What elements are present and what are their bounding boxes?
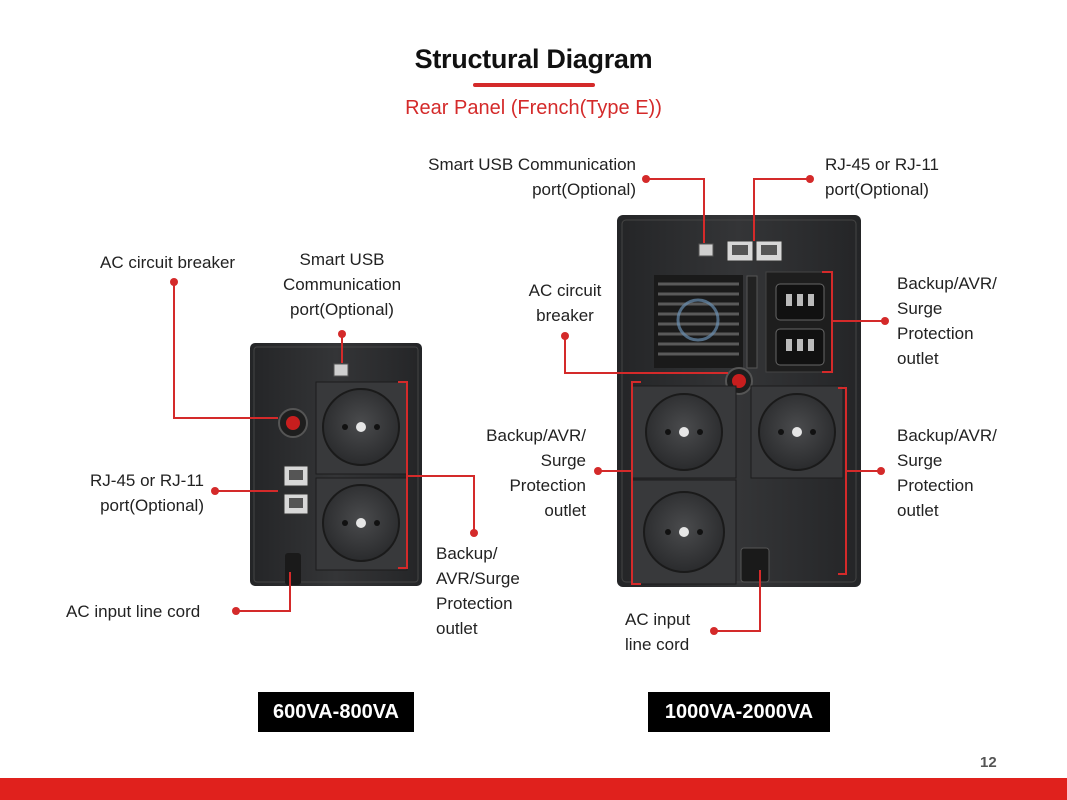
right-iec-outlet-label: Backup/AVR/ Surge Protection outlet <box>897 274 997 368</box>
right-ups-unit <box>617 215 861 587</box>
title-underline <box>473 83 595 87</box>
right-socket-top-left <box>645 393 723 471</box>
page-subtitle: Rear Panel (French(Type E)) <box>405 97 662 119</box>
left-ups-unit <box>250 343 422 586</box>
right-rj45-label: RJ-45 or RJ-11 port(Optional) <box>825 155 939 199</box>
left-ac-input-label: AC input line cord <box>66 602 201 621</box>
right-ac-breaker-label: AC circuit breaker <box>528 281 602 325</box>
left-socket-top <box>322 388 400 466</box>
left-ac-breaker-label: AC circuit breaker <box>100 253 236 272</box>
right-usb-port-label: Smart USB Communication port(Optional) <box>428 155 636 199</box>
right-left-outlet-label: Backup/AVR/ Surge Protection outlet <box>486 426 586 520</box>
right-callout-dots <box>561 175 889 635</box>
left-callout-lines <box>173 282 475 612</box>
right-right-outlet-label: Backup/AVR/ Surge Protection outlet <box>897 426 997 520</box>
right-model-label: 1000VA-2000VA <box>648 692 830 732</box>
left-callout-dots <box>170 278 478 615</box>
left-rj45-label: RJ-45 or RJ-11 port(Optional) <box>90 471 204 515</box>
right-socket-top-right <box>758 393 836 471</box>
right-callout-lines <box>564 178 885 632</box>
page-title: Structural Diagram <box>414 44 653 74</box>
left-usb-port-label: Smart USB Communication port(Optional) <box>282 250 402 319</box>
footer-bar <box>0 778 1067 800</box>
right-ac-input-label: AC input line cord <box>625 610 691 654</box>
left-model-label: 600VA-800VA <box>258 692 414 732</box>
left-outlet-label: Backup/ AVR/Surge Protection outlet <box>436 544 520 638</box>
page-number: 12 <box>980 754 997 771</box>
right-socket-bottom <box>643 491 725 573</box>
left-socket-bottom <box>322 484 400 562</box>
